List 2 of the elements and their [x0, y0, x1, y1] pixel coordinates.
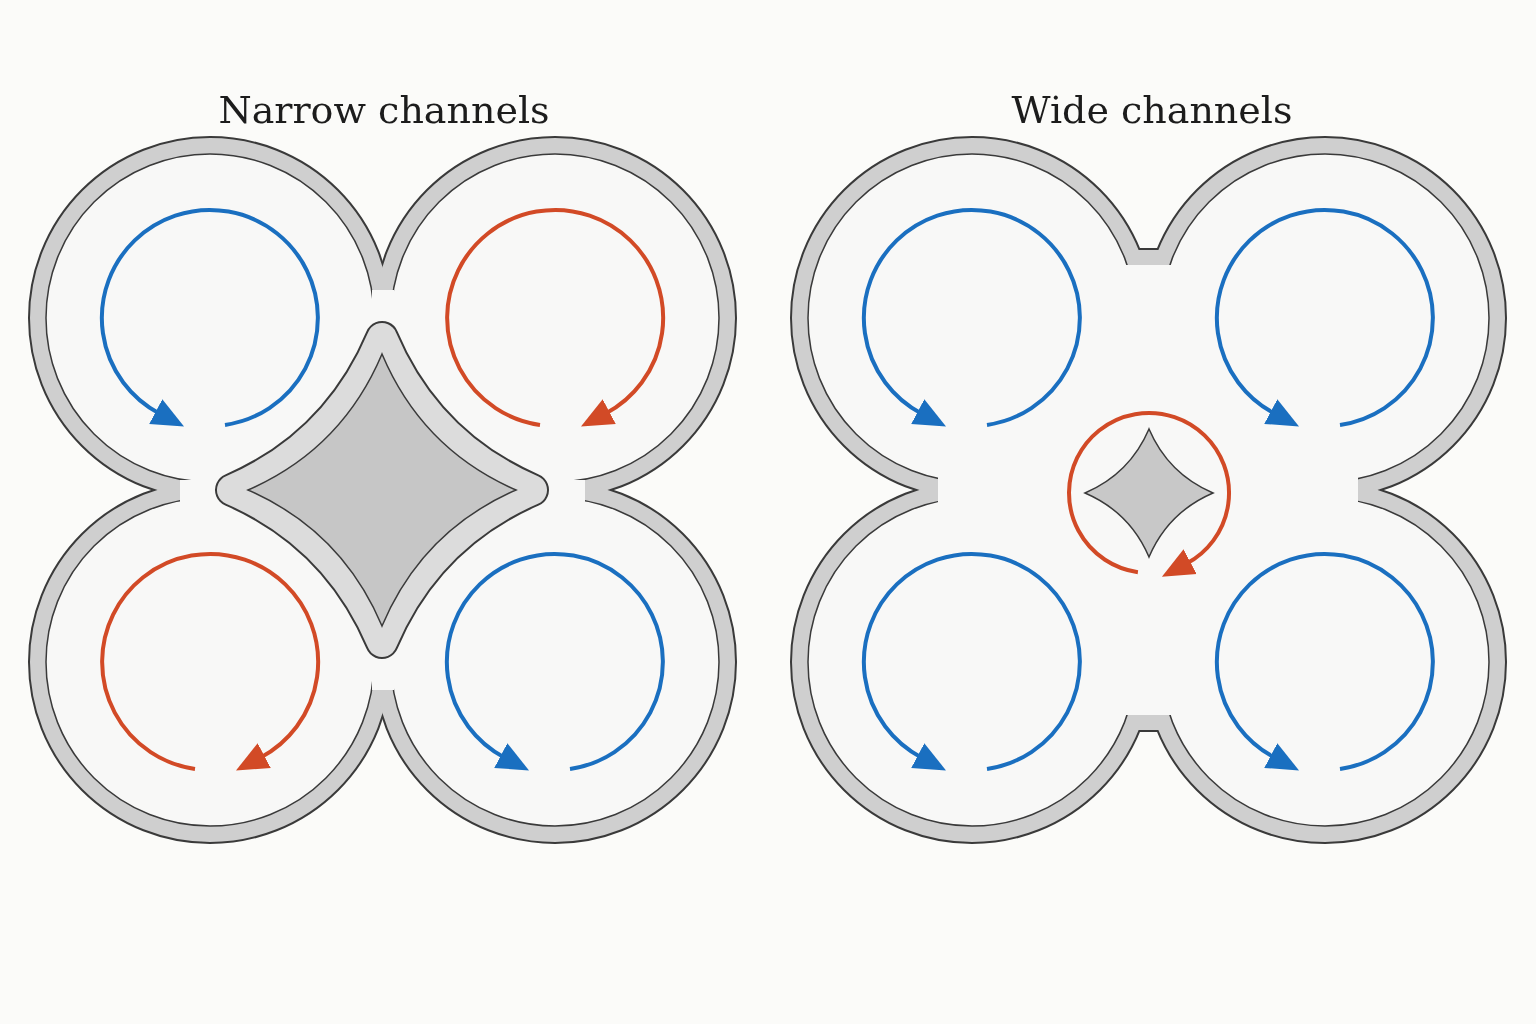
panel-title: Narrow channels	[218, 88, 550, 132]
panel-title: Wide channels	[1011, 88, 1293, 132]
